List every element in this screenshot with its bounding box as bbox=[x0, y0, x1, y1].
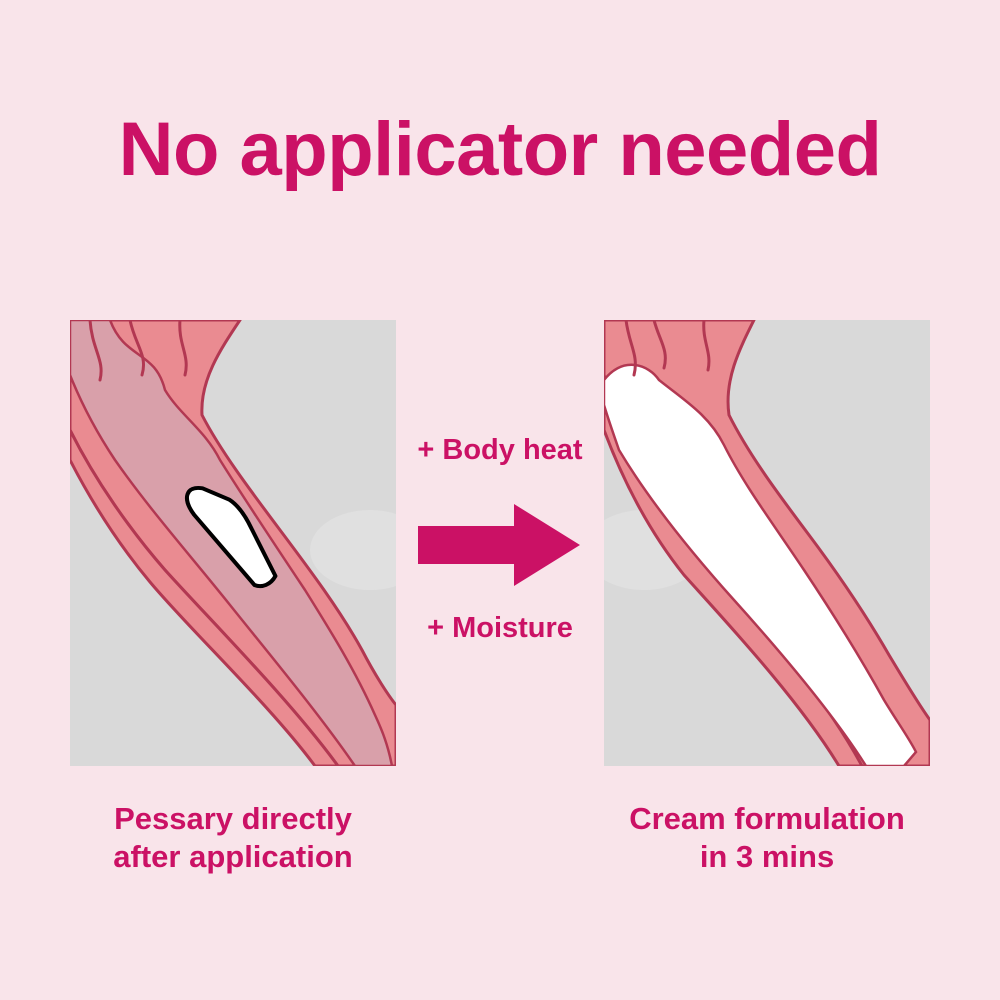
caption-cream-line2: in 3 mins bbox=[699, 839, 835, 874]
illustration-pessary-after-application bbox=[70, 320, 396, 766]
pessary-icon bbox=[184, 486, 278, 589]
caption-cream-line1: Cream formulation bbox=[629, 801, 905, 836]
caption-pessary-line1: Pessary directly bbox=[114, 801, 352, 836]
body-heat-label: + Body heat bbox=[417, 434, 583, 466]
background-shade bbox=[310, 510, 396, 590]
arrow-right-icon bbox=[418, 504, 580, 586]
cream-layer bbox=[604, 363, 918, 766]
moisture-label: + Moisture bbox=[427, 612, 573, 644]
illustration-cream-formulation bbox=[604, 320, 930, 766]
tissue-folds bbox=[624, 320, 711, 377]
caption-pessary-line2: after application bbox=[113, 839, 353, 874]
caption-cream: Cream formulation in 3 mins bbox=[590, 800, 944, 876]
tissue-band-left bbox=[70, 429, 340, 766]
caption-pessary: Pessary directly after application bbox=[70, 800, 396, 876]
tissue-folds bbox=[88, 320, 188, 382]
page-title: No applicator needed bbox=[118, 107, 882, 192]
